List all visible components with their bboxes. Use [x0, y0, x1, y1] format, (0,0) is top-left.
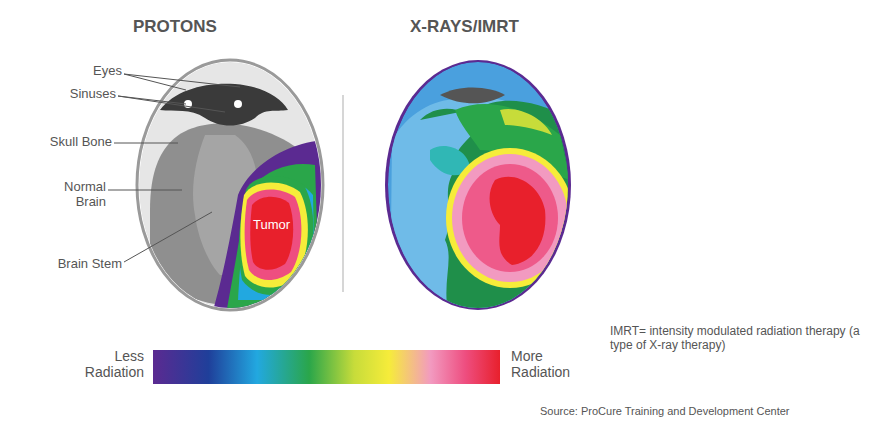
dose-gradient-bar	[153, 350, 500, 384]
panel-heading: PROTONS	[133, 17, 243, 37]
divider-line	[342, 95, 344, 292]
part-label: Normal Brain	[44, 180, 106, 210]
part-label: Eyes	[60, 64, 122, 79]
note-text: IMRT= intensity modulated radiation ther…	[610, 325, 878, 353]
part-label: Skull Bone	[20, 135, 112, 150]
scale-end-label: More Radiation	[511, 348, 583, 380]
panel-heading: X-RAYS/IMRT	[410, 17, 550, 37]
scale-end-label: Less Radiation	[80, 348, 144, 380]
source-note: Source: ProCure Training and Development…	[540, 405, 880, 418]
part-label: Brain Stem	[24, 257, 122, 272]
tumor-label: Tumor	[253, 218, 289, 233]
xray-head	[385, 60, 574, 320]
leader-lines	[108, 74, 240, 262]
part-label: Sinuses	[30, 87, 116, 102]
